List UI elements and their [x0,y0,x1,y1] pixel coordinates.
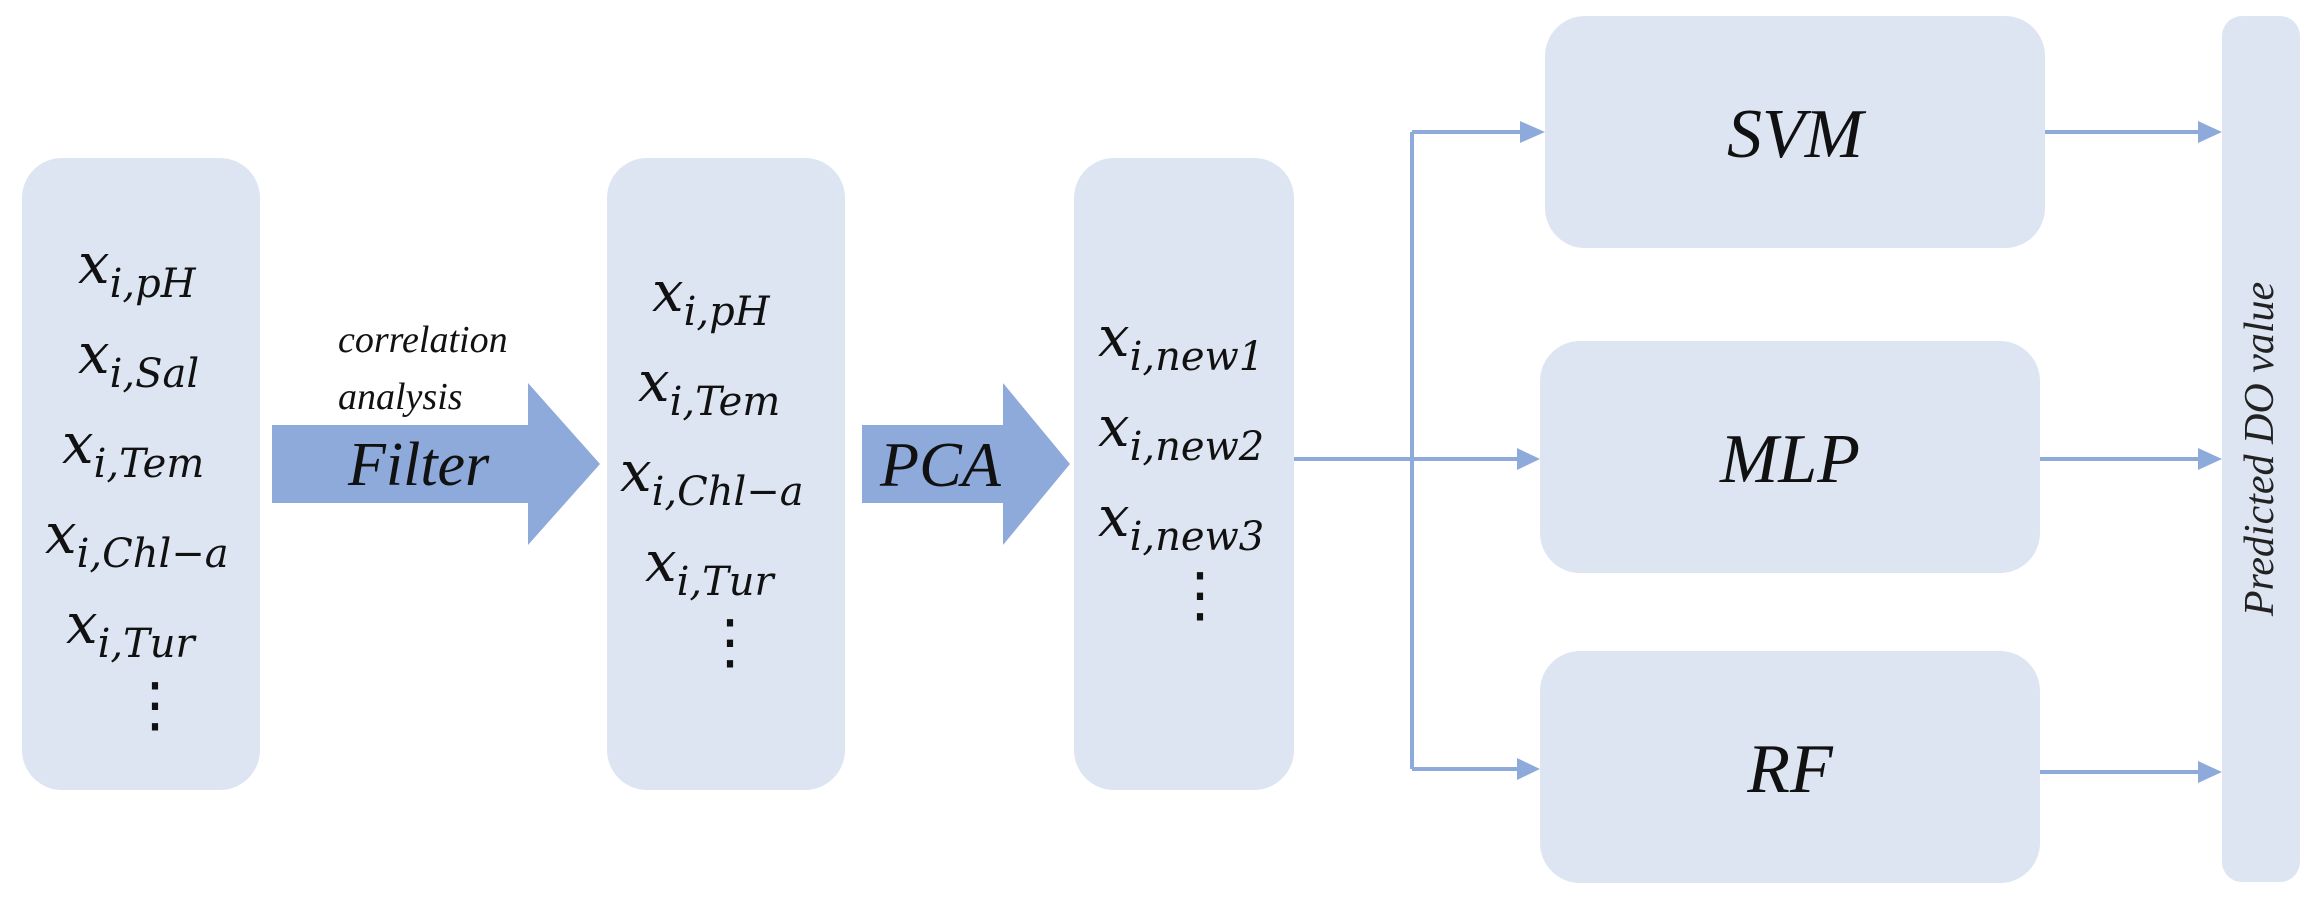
output-connectors [2040,130,2198,774]
filter-arrow [272,383,600,545]
svm-label: SVM [1726,96,1864,173]
rf-model-box [1540,651,2040,883]
output-arrowheads [2198,121,2222,783]
pca-var-new3: xi,new3 [1098,485,1265,560]
input-more-ellipsis: ⋮ [125,670,185,740]
branch-connector [1294,130,1522,771]
input-var-sal: xi,Sal [78,322,200,397]
filtered-var-tem: xi,Tem [638,350,781,425]
filtered-more-ellipsis: ⋮ [700,607,760,677]
svm-model-box [1545,16,2045,248]
input-var-tur: xi,Tur [66,592,195,667]
pca-var-new2: xi,new2 [1098,395,1265,470]
output-label: Predicted DO value [2237,281,2283,617]
input-var-ph: xi,pH [78,232,196,307]
pca-components-box [1074,158,1294,790]
pca-arrow [862,383,1070,545]
filtered-variables-box [607,158,845,790]
rf-label: RF [1747,731,1833,808]
filtered-var-chla: xi,Chl−a [620,440,804,515]
branch-arrowheads [1517,121,1545,780]
filter-caption-line1: correlation [338,319,508,361]
filtered-var-tur: xi,Tur [645,530,774,605]
mlp-model-box [1540,341,2040,573]
filter-label: Filter [348,431,490,499]
mlp-label: MLP [1720,421,1860,498]
filter-caption-line2: analysis [338,376,463,418]
filtered-var-ph: xi,pH [652,260,770,335]
pca-label: PCA [880,429,1001,500]
input-var-tem: xi,Tem [62,412,205,487]
input-var-chla: xi,Chl−a [45,502,229,577]
input-variables-box [22,158,260,790]
pca-more-ellipsis: ⋮ [1170,560,1230,630]
output-box [2222,16,2300,882]
pca-var-new1: xi,new1 [1098,305,1265,380]
